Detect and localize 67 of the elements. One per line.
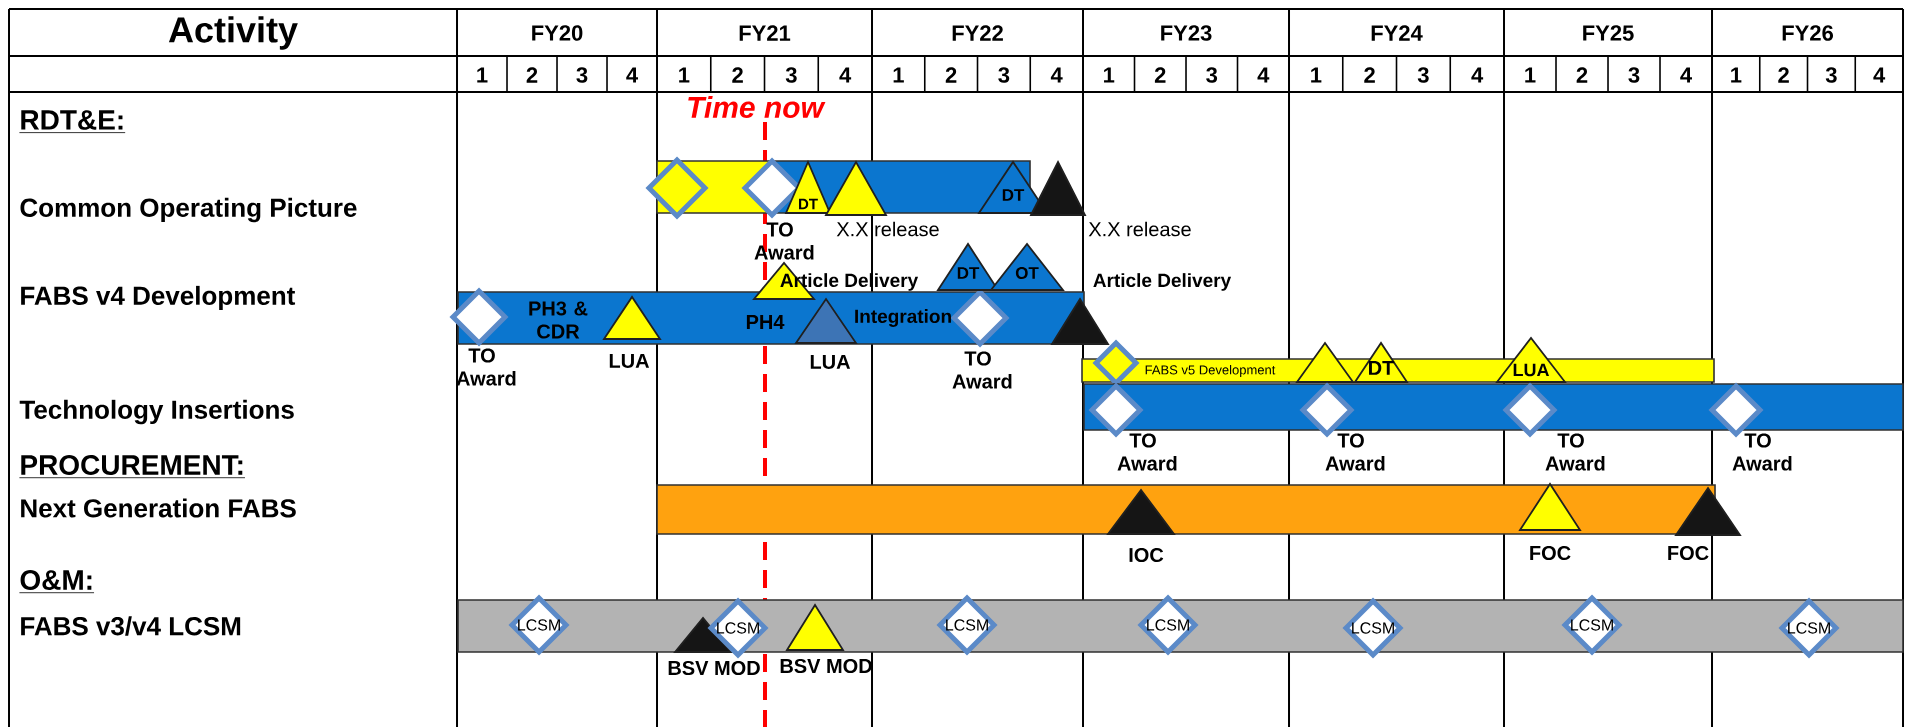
milestone-label: Article Delivery	[1093, 273, 1232, 291]
quarter-number: 2	[526, 67, 538, 83]
quarter-number: 3	[998, 67, 1010, 83]
quarter-number: 1	[893, 67, 904, 83]
section-heading: PROCUREMENT:	[19, 455, 246, 479]
fiscal-year-header: FY25	[1583, 25, 1634, 41]
activity-label: Technology Insertions	[19, 399, 294, 425]
quarter-number: 4	[626, 67, 638, 83]
milestone-label: BSV MOD	[668, 660, 760, 676]
quarter-number: 1	[477, 67, 488, 83]
quarter-number: 2	[1576, 67, 1588, 83]
activity-label: Common Operating Picture	[20, 197, 357, 223]
quarter-number: 1	[1525, 67, 1536, 83]
fiscal-year-header: FY21	[739, 25, 791, 41]
milestone-label: TO Award	[952, 351, 1012, 389]
quarter-number: 1	[1731, 67, 1742, 83]
quarter-number: 2	[1364, 67, 1375, 83]
fiscal-year-header: FY20	[532, 25, 583, 41]
milestone-label: LUA	[609, 354, 650, 368]
quarter-number: 3	[1825, 67, 1837, 83]
quarter-number: 2	[1154, 67, 1166, 83]
section-heading: O&M:	[19, 570, 95, 594]
milestone-label: FOC	[1668, 545, 1709, 561]
bar-label: PH3 & CDR	[529, 301, 588, 339]
bar-label: Integration	[855, 309, 951, 327]
milestone-label: TO Award	[754, 222, 814, 260]
bar-label: FABS v5 Development	[1145, 364, 1276, 378]
activity-label: Next Generation FABS	[21, 498, 296, 518]
column-header: Activity	[168, 16, 298, 50]
milestone-label: TO Award	[456, 348, 516, 386]
quarter-number: 4	[1257, 67, 1270, 83]
milestone-label: X.X release	[1088, 221, 1191, 237]
quarter-number: 3	[1206, 67, 1218, 83]
milestone-label: IOC	[1129, 547, 1164, 563]
quarter-number: 3	[1628, 67, 1640, 83]
quarter-number: 3	[785, 67, 797, 83]
time-now-label: Time now	[688, 96, 826, 118]
quarter-number: 1	[1311, 67, 1322, 83]
fiscal-year-header: FY26	[1782, 25, 1833, 41]
milestone-label: FOC	[1530, 545, 1571, 561]
quarter-number: 4	[1471, 67, 1484, 83]
quarter-number: 2	[732, 67, 743, 83]
fiscal-year-header: FY24	[1371, 25, 1423, 41]
fiscal-year-header: FY23	[1161, 25, 1212, 41]
quarter-number: 2	[945, 67, 957, 83]
activity-label: FABS v3/v4 LCSM	[21, 616, 241, 636]
bar-label: PH4	[746, 315, 785, 329]
milestone-label: LUA	[810, 355, 851, 369]
milestone-label: X.X release	[836, 221, 939, 237]
quarter-number: 2	[1778, 67, 1789, 83]
schedule-bar	[656, 484, 1716, 535]
milestone-label: BSV MOD	[780, 658, 872, 674]
quarter-number: 3	[576, 67, 588, 83]
quarter-number: 4	[1873, 67, 1886, 83]
quarter-number: 1	[1104, 67, 1115, 83]
section-heading: RDT&E:	[19, 110, 126, 133]
quarter-number: 4	[839, 67, 852, 83]
milestone-label: TO Award	[1117, 433, 1177, 471]
quarter-number: 4	[1050, 67, 1063, 83]
quarter-number: 3	[1417, 67, 1429, 83]
milestone-label: TO Award	[1545, 433, 1605, 471]
activity-label: FABS v4 Development	[21, 285, 296, 311]
quarter-number: 1	[679, 67, 690, 83]
milestone-label: TO Award	[1732, 433, 1792, 471]
milestone-label: TO Award	[1325, 433, 1385, 471]
quarter-number: 4	[1680, 67, 1692, 83]
fiscal-year-header: FY22	[952, 25, 1003, 41]
